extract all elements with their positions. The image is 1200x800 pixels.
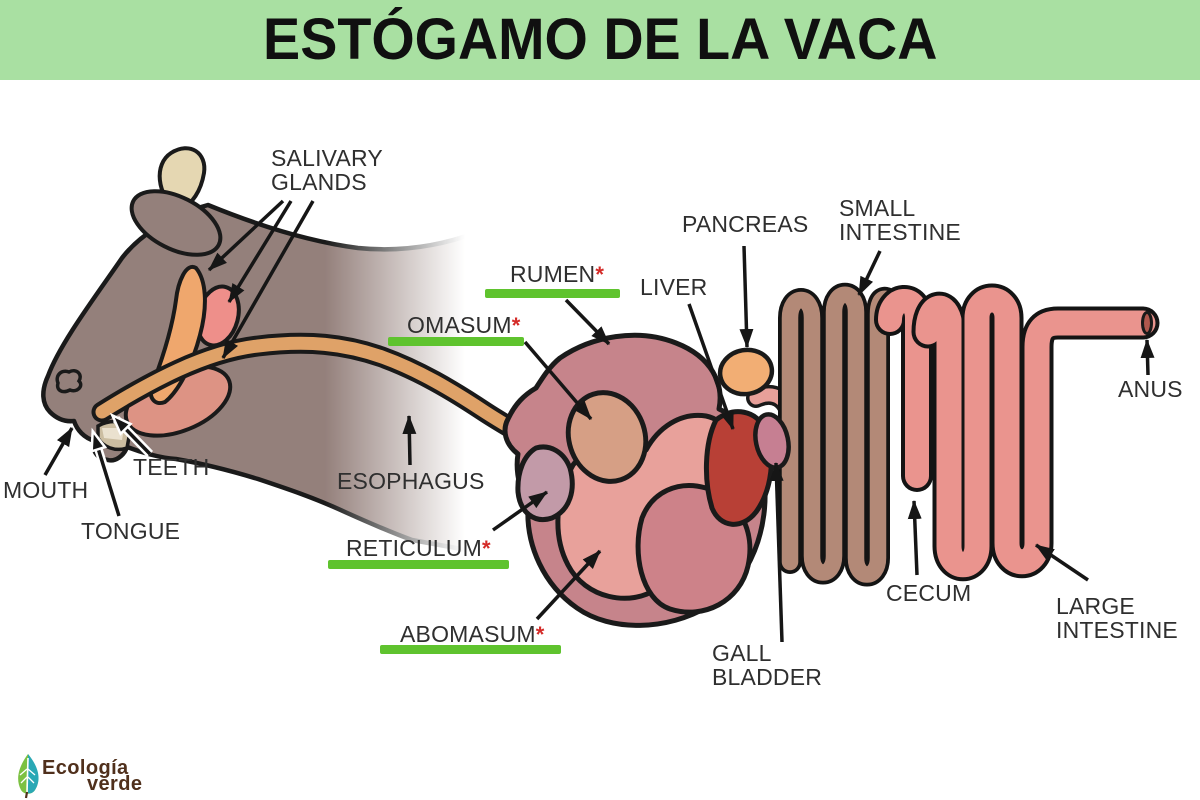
label-gall-bladder: GALL BLADDER bbox=[712, 640, 823, 690]
abomasum-asterisk: * bbox=[535, 622, 545, 647]
small-intestine-coils bbox=[778, 282, 905, 587]
label-small-intestine: SMALL INTESTINE bbox=[839, 195, 961, 245]
label-tongue: TONGUE bbox=[81, 518, 181, 544]
arrow-salivary-1 bbox=[207, 199, 285, 272]
rumen-asterisk: * bbox=[595, 262, 605, 287]
label-mouth: MOUTH bbox=[3, 477, 89, 503]
label-rumen: RUMEN* bbox=[510, 261, 605, 287]
anus-opening bbox=[1141, 311, 1153, 335]
label-abomasum: ABOMASUM* bbox=[400, 621, 545, 647]
label-anus: ANUS bbox=[1118, 376, 1183, 402]
page-title: ESTÓGAMO DE LA VACA bbox=[262, 7, 938, 72]
nostril bbox=[55, 368, 83, 394]
arrow-gall-bladder bbox=[769, 462, 784, 643]
arrow-teeth bbox=[109, 412, 152, 456]
underline-rumen bbox=[485, 289, 620, 298]
arrow-large-intestine bbox=[1035, 543, 1089, 582]
label-large-intestine: LARGE INTESTINE bbox=[1056, 593, 1178, 643]
arrow-esophagus bbox=[402, 415, 417, 466]
label-omasum: OMASUM* bbox=[407, 312, 521, 338]
arrow-salivary-2 bbox=[227, 200, 293, 303]
logo-leaf-icon bbox=[18, 754, 39, 799]
arrow-abomasum bbox=[535, 549, 602, 621]
label-liver: LIVER bbox=[640, 274, 708, 300]
ear bbox=[129, 189, 223, 257]
large-intestine-coils bbox=[911, 283, 1160, 582]
arrow-anus bbox=[1140, 339, 1155, 376]
underline-omasum bbox=[388, 337, 524, 346]
label-teeth: TEETH bbox=[133, 454, 210, 480]
arrow-rumen bbox=[564, 298, 611, 346]
callout-arrows bbox=[43, 199, 1155, 643]
arrow-liver bbox=[687, 303, 735, 430]
arrow-reticulum bbox=[491, 490, 549, 532]
label-reticulum: RETICULUM* bbox=[346, 535, 491, 561]
arrow-salivary-3 bbox=[221, 200, 315, 359]
logo-word-verde: verde bbox=[87, 773, 143, 795]
reticulum-asterisk: * bbox=[481, 536, 491, 561]
arrow-mouth bbox=[43, 427, 74, 476]
arrow-small-intestine bbox=[857, 250, 882, 296]
pancreas-shape bbox=[717, 347, 775, 397]
underline-abomasum bbox=[380, 645, 561, 654]
label-esophagus: ESOPHAGUS bbox=[337, 468, 485, 494]
logo: Ecología verde bbox=[13, 748, 183, 799]
title-banner: ESTÓGAMO DE LA VACA bbox=[0, 0, 1200, 80]
arrow-tongue bbox=[90, 427, 121, 517]
underline-reticulum bbox=[328, 560, 509, 569]
arrow-pancreas bbox=[739, 245, 754, 348]
arrow-omasum bbox=[523, 340, 593, 421]
omasum-asterisk: * bbox=[511, 313, 521, 338]
label-pancreas: PANCREAS bbox=[682, 211, 809, 237]
esophagus-tube bbox=[91, 332, 549, 455]
label-salivary-glands: SALIVARY GLANDS bbox=[271, 145, 383, 195]
label-cecum: CECUM bbox=[886, 580, 972, 606]
logo-word-ecologia: Ecología bbox=[42, 757, 129, 779]
arrow-cecum bbox=[907, 500, 922, 576]
